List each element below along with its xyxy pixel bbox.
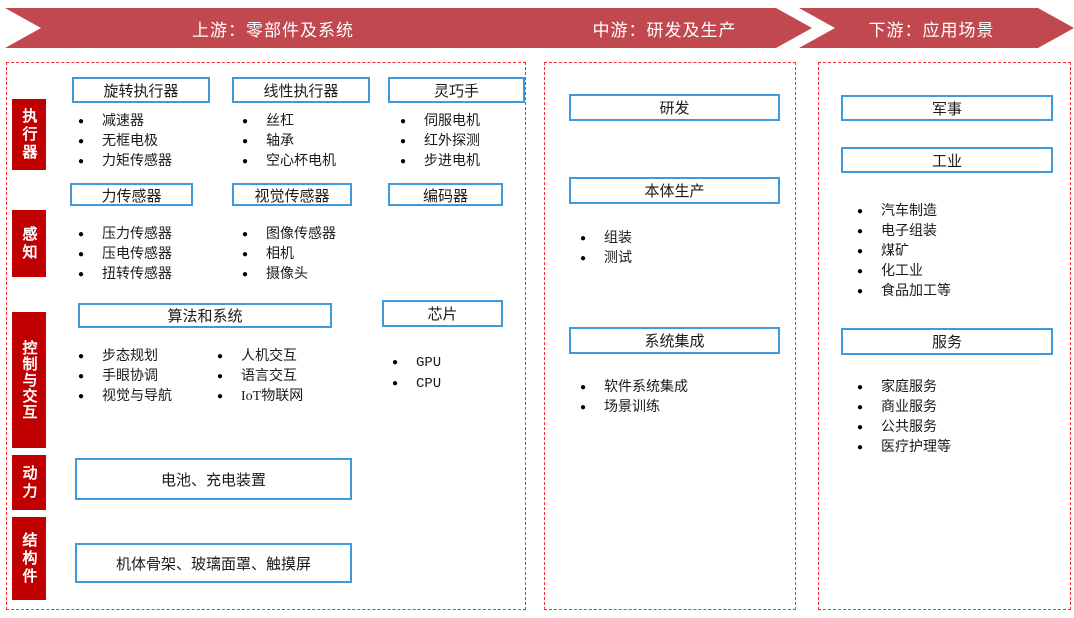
category-label-structure: 结构件 xyxy=(12,517,46,600)
vision-sensor-item-list: 图像传感器相机摄像头 xyxy=(242,225,336,285)
list-item: 扭转传感器 xyxy=(78,265,172,285)
service-item-list: 家庭服务商业服务公共服务医疗护理等 xyxy=(857,378,951,458)
stage-arrow-midstream: 中游：研发及生产 xyxy=(527,8,812,48)
stage-arrow-downstream: 下游：应用场景 xyxy=(799,8,1074,48)
upstream-panel xyxy=(6,62,526,610)
group-title-linear-actuator: 线性执行器 xyxy=(232,77,370,103)
group-title-rotary-actuator: 旋转执行器 xyxy=(72,77,210,103)
group-title-system-integration: 系统集成 xyxy=(569,327,780,354)
list-item: 图像传感器 xyxy=(242,225,336,245)
list-item: 测试 xyxy=(580,249,632,269)
linear-actuator-item-list: 丝杠轴承空心杯电机 xyxy=(242,112,336,172)
category-label-actuator: 执行器 xyxy=(12,99,46,170)
list-item: 压力传感器 xyxy=(78,225,172,245)
group-title-battery-charging: 电池、充电装置 xyxy=(75,458,352,500)
group-title-algorithms-systems: 算法和系统 xyxy=(78,303,332,328)
stage-arrow-downstream-label: 下游：应用场景 xyxy=(868,20,995,40)
category-label-perception: 感知 xyxy=(12,210,46,277)
group-title-force-sensor: 力传感器 xyxy=(70,183,193,206)
list-item: 商业服务 xyxy=(857,398,951,418)
body-production-item-list: 组装测试 xyxy=(580,229,632,269)
industry-item-list: 汽车制造电子组装煤矿化工业食品加工等 xyxy=(857,202,951,302)
list-item: 减速器 xyxy=(78,112,172,132)
list-item: 家庭服务 xyxy=(857,378,951,398)
category-label-control-interaction: 控制与交互 xyxy=(12,312,46,448)
stage-arrow-midstream-label: 中游：研发及生产 xyxy=(592,20,737,40)
midstream-panel xyxy=(544,62,796,610)
group-title-chips: 芯片 xyxy=(382,300,503,327)
list-item: 汽车制造 xyxy=(857,202,951,222)
list-item: IoT物联网 xyxy=(217,387,303,407)
stage-arrow-upstream: 上游：零部件及系统 xyxy=(5,8,567,48)
group-title-body-production: 本体生产 xyxy=(569,177,780,204)
rotary-actuator-item-list: 减速器无框电极力矩传感器 xyxy=(78,112,172,172)
group-title-body-frame: 机体骨架、玻璃面罩、触摸屏 xyxy=(75,543,352,583)
list-item: 电子组装 xyxy=(857,222,951,242)
list-item: 煤矿 xyxy=(857,242,951,262)
list-item: 食品加工等 xyxy=(857,282,951,302)
chips-item-list: GPUCPU xyxy=(392,353,441,395)
list-item: 无框电极 xyxy=(78,132,172,152)
group-title-service: 服务 xyxy=(841,328,1053,355)
list-item: 摄像头 xyxy=(242,265,336,285)
list-item: 步进电机 xyxy=(400,152,480,172)
list-item: CPU xyxy=(392,374,441,395)
list-item: 场景训练 xyxy=(580,398,688,418)
list-item: 组装 xyxy=(580,229,632,249)
list-item: 步态规划 xyxy=(78,347,172,367)
list-item: 手眼协调 xyxy=(78,367,172,387)
dexterous-hand-item-list: 伺服电机红外探测步进电机 xyxy=(400,112,480,172)
group-title-dexterous-hand: 灵巧手 xyxy=(388,77,525,103)
stage-arrow-upstream-label: 上游：零部件及系统 xyxy=(192,20,354,40)
list-item: 软件系统集成 xyxy=(580,378,688,398)
algorithms-item-list-right: 人机交互语言交互IoT物联网 xyxy=(217,347,303,407)
list-item: 公共服务 xyxy=(857,418,951,438)
list-item: 人机交互 xyxy=(217,347,303,367)
list-item: 空心杯电机 xyxy=(242,152,336,172)
algorithms-item-list-left: 步态规划手眼协调视觉与导航 xyxy=(78,347,172,407)
list-item: 伺服电机 xyxy=(400,112,480,132)
list-item: 压电传感器 xyxy=(78,245,172,265)
group-title-encoder: 编码器 xyxy=(388,183,503,206)
list-item: 相机 xyxy=(242,245,336,265)
list-item: 轴承 xyxy=(242,132,336,152)
list-item: 力矩传感器 xyxy=(78,152,172,172)
list-item: 丝杠 xyxy=(242,112,336,132)
group-title-vision-sensor: 视觉传感器 xyxy=(232,183,352,206)
list-item: 语言交互 xyxy=(217,367,303,387)
group-title-industry: 工业 xyxy=(841,147,1053,173)
list-item: 医疗护理等 xyxy=(857,438,951,458)
category-label-power: 动力 xyxy=(12,455,46,510)
downstream-panel xyxy=(818,62,1071,610)
list-item: 视觉与导航 xyxy=(78,387,172,407)
list-item: 红外探测 xyxy=(400,132,480,152)
group-title-rnd: 研发 xyxy=(569,94,780,121)
group-title-military: 军事 xyxy=(841,95,1053,121)
force-sensor-item-list: 压力传感器压电传感器扭转传感器 xyxy=(78,225,172,285)
list-item: GPU xyxy=(392,353,441,374)
system-integration-item-list: 软件系统集成场景训练 xyxy=(580,378,688,418)
list-item: 化工业 xyxy=(857,262,951,282)
